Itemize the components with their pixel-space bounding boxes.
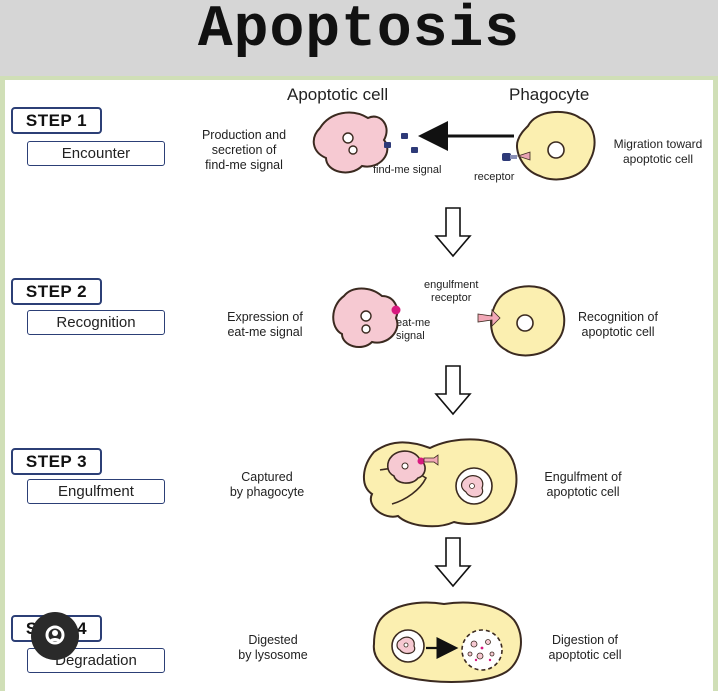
eat-me-contact bbox=[417, 457, 425, 465]
eat-me-signal-label: eat-me signal bbox=[396, 317, 431, 342]
step-1-right-label: Migration toward apoptotic cell bbox=[613, 137, 703, 166]
avatar-button[interactable] bbox=[31, 612, 79, 660]
step-2-name: Recognition bbox=[27, 310, 165, 335]
step-2-tag: STEP 2 bbox=[11, 278, 102, 305]
engulfment-receptor bbox=[477, 309, 501, 327]
column-header-apoptotic: Apoptotic cell bbox=[287, 85, 389, 104]
person-icon bbox=[45, 625, 65, 645]
engulfment-receptor-label: engulfment receptor bbox=[424, 279, 479, 304]
find-me-signal-molecules bbox=[384, 133, 418, 153]
page-title: Apoptosis bbox=[197, 0, 521, 63]
diagram-canvas bbox=[5, 80, 713, 691]
step-1-tag: STEP 1 bbox=[11, 107, 102, 134]
down-arrow-1 bbox=[434, 207, 472, 258]
phagocyte-3-engulfing bbox=[363, 438, 518, 528]
step-2-left-label: Expression of eat-me signal bbox=[227, 310, 303, 339]
lysosome-digestion bbox=[461, 629, 503, 671]
diagram-panel bbox=[0, 76, 718, 691]
step-4-right-label: Digestion of apoptotic cell bbox=[548, 633, 622, 662]
step-2-right-label: Recognition of apoptotic cell bbox=[578, 310, 658, 339]
step-3-right-label: Engulfment of apoptotic cell bbox=[544, 470, 622, 499]
down-arrow-3 bbox=[434, 537, 472, 588]
step-3-left-label: Captured by phagocyte bbox=[229, 470, 305, 499]
receptor-1 bbox=[516, 151, 531, 161]
eat-me-signal-dot bbox=[391, 305, 401, 315]
down-arrow-2 bbox=[434, 365, 472, 416]
step-3-tag: STEP 3 bbox=[11, 448, 102, 475]
step-1-name: Encounter bbox=[27, 141, 165, 166]
step-3-name: Engulfment bbox=[27, 479, 165, 504]
column-header-phagocyte: Phagocyte bbox=[509, 85, 590, 104]
step-4-left-label: Digested by lysosome bbox=[238, 633, 308, 662]
step-1-left-label: Production and secretion of find-me sign… bbox=[201, 128, 287, 172]
receptor-label: receptor bbox=[474, 171, 515, 183]
find-me-signal-label: find-me signal bbox=[373, 164, 442, 176]
title-bar: Apoptosis bbox=[0, 0, 718, 76]
